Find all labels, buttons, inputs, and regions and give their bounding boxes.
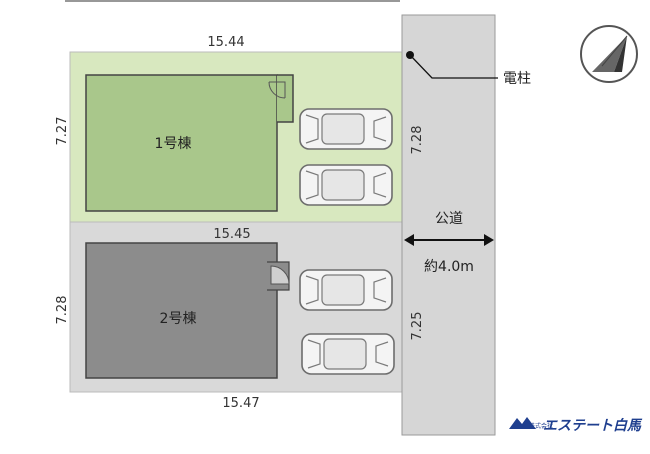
company-logo-name: エステート白馬 (543, 417, 643, 434)
lot1-building (85, 74, 278, 212)
utility-pole-label: 電柱 (503, 71, 531, 87)
lot2-left-depth: 7.28 (55, 296, 70, 325)
road-width: 約4.0m (424, 259, 474, 275)
company-logo: 株式会社 エステート白馬 (509, 417, 643, 434)
lot2-building (85, 242, 278, 379)
lot1-car-1 (299, 108, 393, 150)
lot2-right-depth: 7.25 (410, 312, 425, 341)
lot1-label: 1号棟 (155, 136, 192, 152)
lot1-right-depth: 7.28 (410, 126, 425, 155)
company-logo-small-text: 株式会社 (529, 422, 553, 430)
lot1-car-2 (299, 164, 393, 206)
lot1-top-width: 15.44 (207, 35, 244, 50)
lot2-bottom-width: 15.47 (222, 396, 259, 411)
road-width-arrow (404, 234, 494, 246)
lot2-top-width: 15.45 (213, 227, 250, 242)
lot2-car-1 (299, 269, 393, 311)
lot1-door-swing (269, 81, 286, 98)
lot2-car-2 (301, 333, 395, 375)
road-name: 公道 (435, 211, 463, 227)
mountain-icon (509, 417, 536, 429)
north-arrow-icon (580, 25, 638, 83)
utility-pole-leader (409, 54, 498, 79)
road (401, 14, 496, 436)
lot1-left-depth: 7.27 (55, 117, 70, 146)
lot2-label: 2号棟 (160, 311, 197, 327)
